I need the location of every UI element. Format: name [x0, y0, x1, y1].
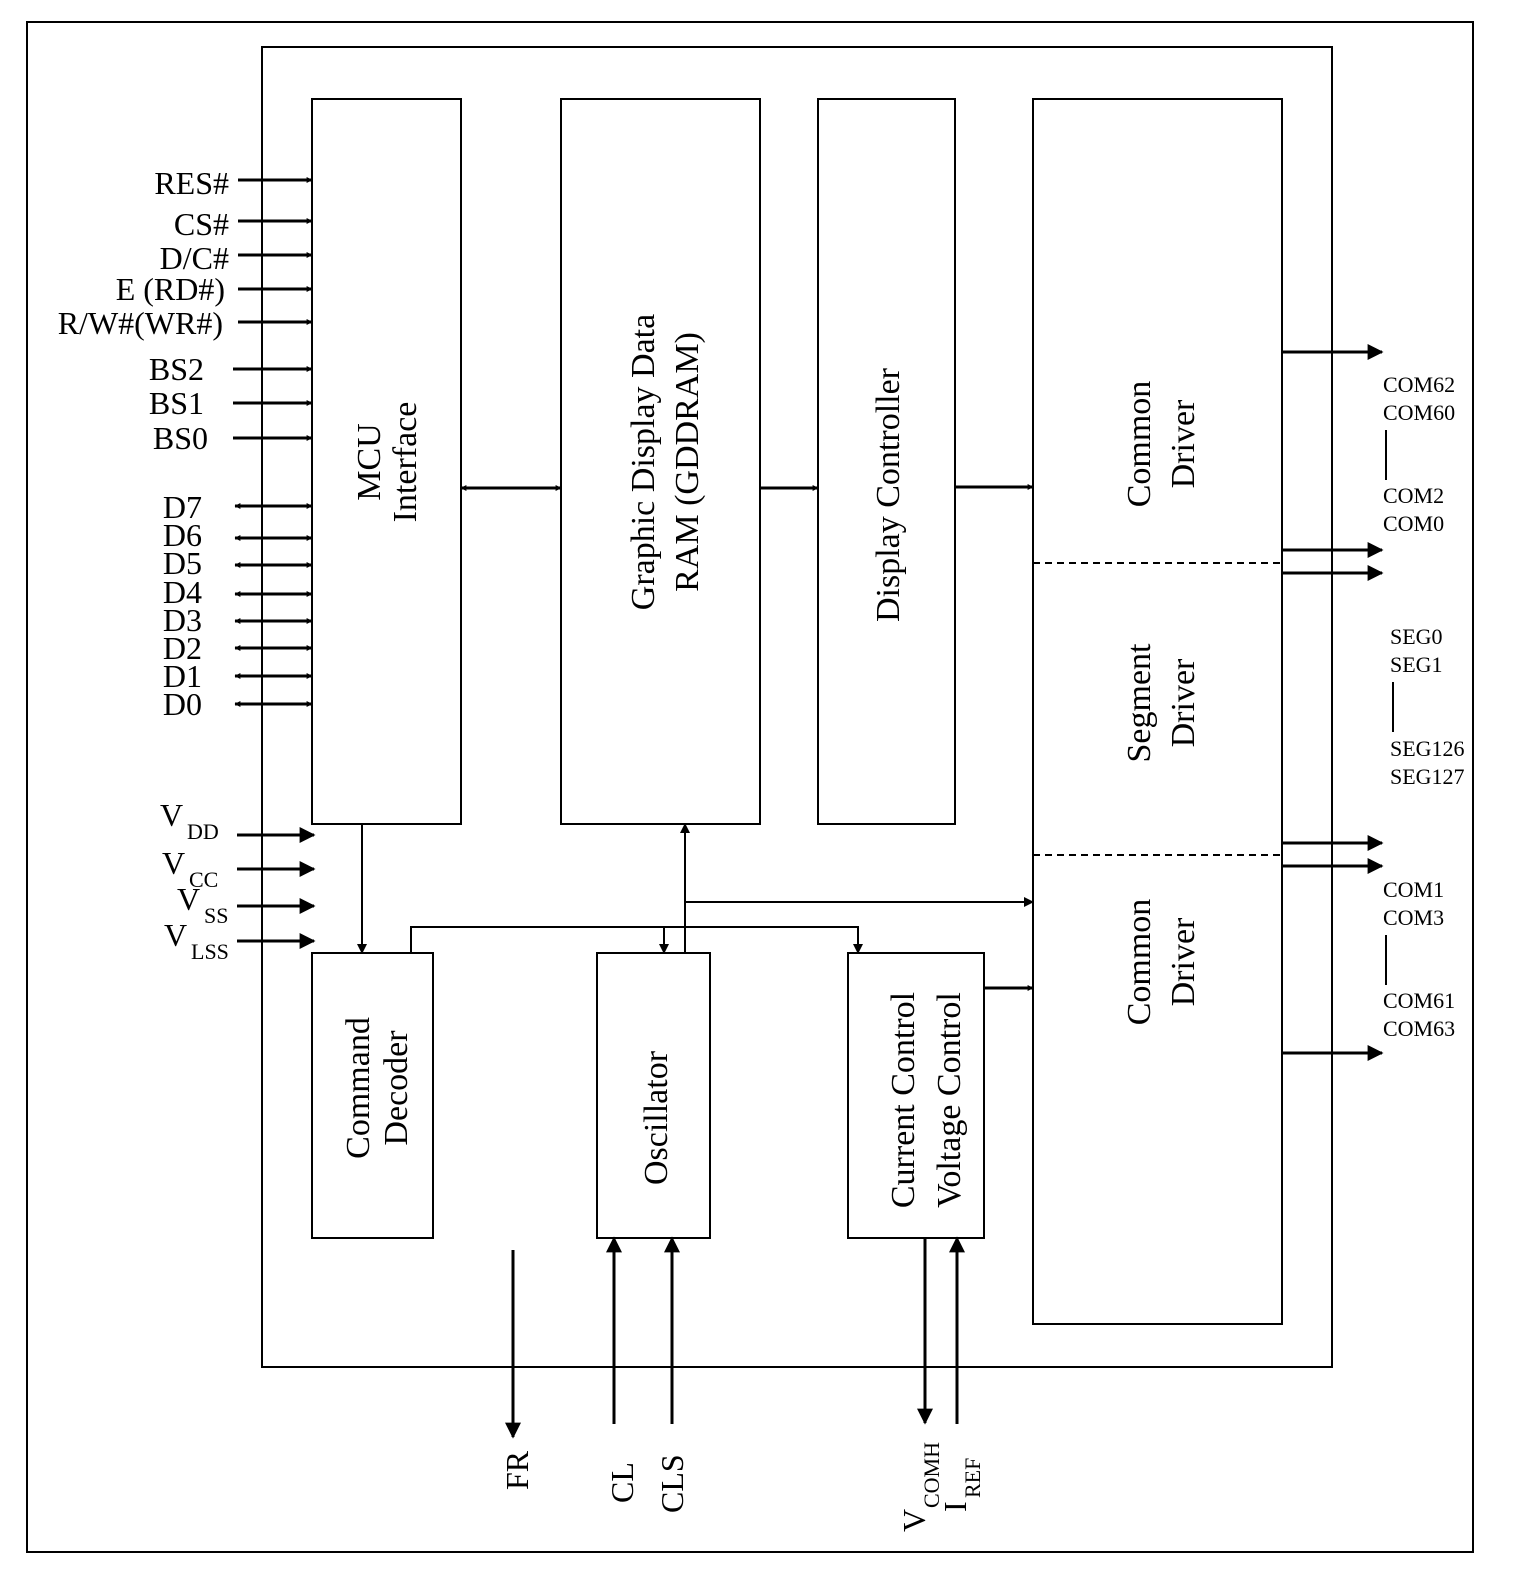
- svg-text:Interface: Interface: [387, 402, 424, 523]
- svg-text:COMH: COMH: [919, 1442, 944, 1508]
- pin-cls: CLS: [654, 1454, 690, 1513]
- pin-d6: D6: [163, 517, 202, 553]
- display-controller-block: [817, 98, 956, 825]
- svg-text:Oscillator: Oscillator: [638, 1050, 675, 1185]
- power-vlss: V LSS: [164, 917, 229, 964]
- pin-iref: I REF: [937, 1458, 985, 1512]
- svg-text:DD: DD: [187, 819, 219, 844]
- svg-text:Common: Common: [1121, 381, 1158, 508]
- mcu-interface-label: MCU Interface: [351, 402, 424, 523]
- out-com1: COM1: [1383, 877, 1444, 902]
- pin-vcomh: V COMH: [896, 1442, 944, 1532]
- bottom-pin-arrows: [505, 1236, 965, 1439]
- pin-e: E (RD#): [116, 271, 225, 307]
- svg-text:V: V: [162, 845, 185, 881]
- pin-cl: CL: [604, 1462, 640, 1503]
- svg-text:FR: FR: [499, 1450, 535, 1490]
- pin-d2: D2: [163, 630, 202, 666]
- pin-res: RES#: [154, 165, 229, 201]
- current-voltage-control-label: Current Control Voltage Control: [885, 992, 968, 1208]
- out-seg127: SEG127: [1390, 764, 1465, 789]
- svg-text:Voltage Control: Voltage Control: [931, 992, 968, 1208]
- out-seg126: SEG126: [1390, 736, 1465, 761]
- svg-text:Driver: Driver: [1165, 917, 1202, 1006]
- pin-cs: CS#: [174, 206, 229, 242]
- pin-d1: D1: [163, 658, 202, 694]
- svg-text:Common: Common: [1121, 899, 1158, 1026]
- pin-rw: R/W#(WR#): [58, 305, 223, 341]
- svg-text:I: I: [937, 1501, 973, 1512]
- output-arrows: [1282, 344, 1384, 1061]
- out-com0: COM0: [1383, 511, 1444, 536]
- svg-text:CLS: CLS: [654, 1454, 690, 1513]
- svg-text:REF: REF: [960, 1458, 985, 1498]
- gddram-block: [560, 98, 761, 825]
- power-vss: V SS: [177, 881, 228, 928]
- svg-text:LSS: LSS: [191, 939, 229, 964]
- pin-fr: FR: [499, 1450, 535, 1490]
- chip-boundary: [261, 46, 1333, 1368]
- pin-bs0: BS0: [153, 420, 208, 456]
- out-com63: COM63: [1383, 1016, 1455, 1041]
- svg-text:Decoder: Decoder: [378, 1030, 415, 1146]
- out-com62: COM62: [1383, 372, 1455, 397]
- pin-d5: D5: [163, 545, 202, 581]
- driver-block: [1032, 98, 1283, 1325]
- out-com60: COM60: [1383, 400, 1455, 425]
- svg-text:Segment: Segment: [1121, 643, 1158, 763]
- out-com3: COM3: [1383, 905, 1444, 930]
- command-decoder-label: Command Decoder: [340, 1017, 415, 1159]
- svg-text:Graphic Display Data: Graphic Display Data: [625, 314, 662, 610]
- svg-text:Display Controller: Display Controller: [870, 367, 907, 622]
- pin-d0: D0: [163, 686, 202, 722]
- out-seg0: SEG0: [1390, 624, 1443, 649]
- internal-connections: [357, 484, 1034, 991]
- command-decoder-block: [311, 952, 434, 1239]
- pin-d4: D4: [163, 574, 202, 610]
- common-driver-top-label: Common Driver: [1121, 381, 1202, 508]
- svg-text:V: V: [164, 917, 187, 953]
- current-voltage-control-block: [847, 952, 985, 1239]
- oscillator-block: [596, 952, 711, 1239]
- pin-d7: D7: [163, 489, 202, 525]
- pin-bs1: BS1: [149, 385, 204, 421]
- display-controller-label: Display Controller: [870, 367, 907, 622]
- svg-text:CL: CL: [604, 1462, 640, 1503]
- svg-text:Driver: Driver: [1165, 658, 1202, 747]
- out-com2: COM2: [1383, 483, 1444, 508]
- outer-frame: [26, 21, 1474, 1553]
- svg-text:Command: Command: [340, 1017, 377, 1159]
- out-seg1: SEG1: [1390, 652, 1443, 677]
- power-input-arrows: [237, 827, 316, 949]
- mcu-interface-block: [311, 98, 462, 825]
- common-driver-bottom-label: Common Driver: [1121, 899, 1202, 1026]
- segment-driver-label: Segment Driver: [1121, 643, 1202, 763]
- svg-text:Driver: Driver: [1165, 399, 1202, 488]
- svg-text:V: V: [160, 797, 183, 833]
- pin-dc: D/C#: [160, 240, 229, 276]
- pin-bs2: BS2: [149, 351, 204, 387]
- svg-text:V: V: [896, 1509, 932, 1532]
- gddram-label: Graphic Display Data RAM (GDDRAM): [625, 314, 706, 610]
- svg-text:CC: CC: [189, 867, 218, 892]
- control-input-arrows: [233, 177, 313, 441]
- svg-text:MCU: MCU: [351, 423, 388, 500]
- pin-d3: D3: [163, 602, 202, 638]
- svg-text:V: V: [177, 881, 200, 917]
- data-bus-arrows: [234, 503, 313, 707]
- power-vcc: V CC: [162, 845, 218, 892]
- power-vdd: V DD: [160, 797, 219, 844]
- oscillator-label: Oscillator: [638, 1050, 675, 1185]
- svg-text:SS: SS: [204, 903, 228, 928]
- out-com61: COM61: [1383, 988, 1455, 1013]
- svg-text:RAM (GDDRAM): RAM (GDDRAM): [669, 332, 706, 592]
- svg-text:Current Control: Current Control: [885, 992, 922, 1208]
